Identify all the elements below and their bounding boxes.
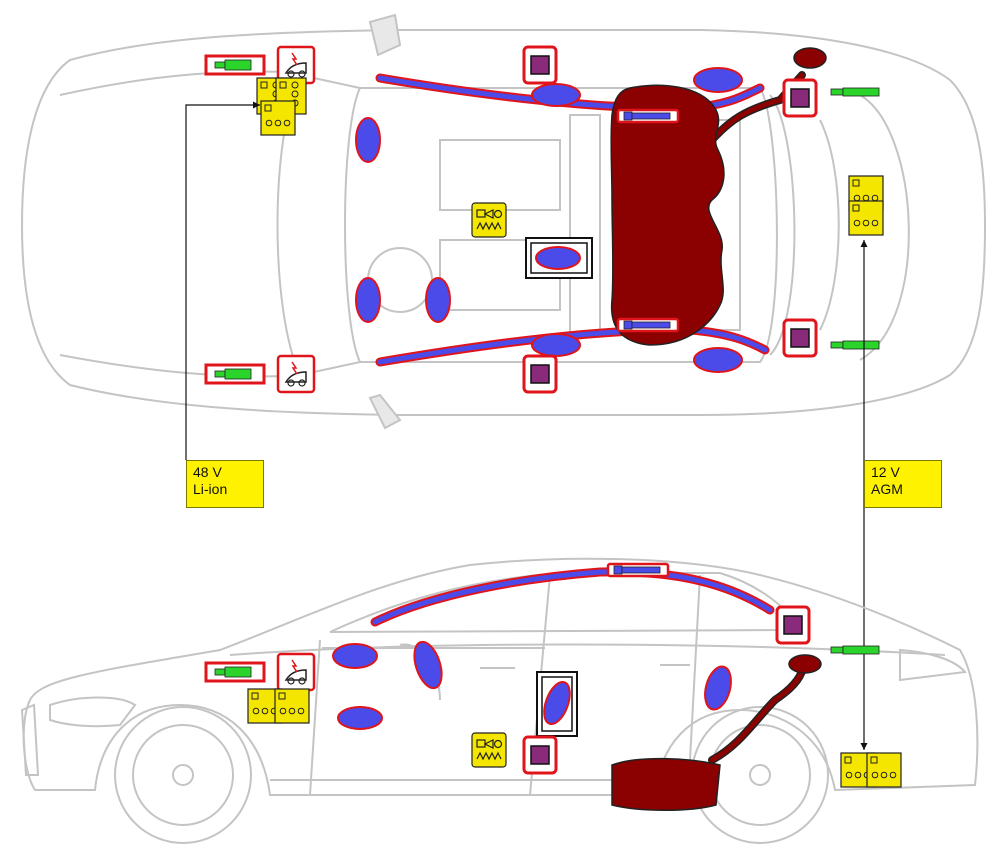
top-hood-actuator-lower <box>204 363 266 385</box>
side-seat-heater-icon <box>471 732 507 768</box>
top-crash-sensor-b-pillar-upper <box>522 45 558 85</box>
top-rear-actuator-lower <box>830 340 880 350</box>
side-airbag-driver <box>413 640 443 690</box>
top-view-trunk <box>859 94 910 361</box>
top-view-mirror-bottom <box>368 393 402 430</box>
leader-line-48v <box>185 104 260 460</box>
side-fuel-cap <box>788 654 822 674</box>
top-airbag-driver <box>425 277 451 323</box>
top-curtain-inflator-lower <box>616 317 680 333</box>
top-center-airbag <box>535 246 581 270</box>
top-seat-heater-icon <box>471 202 507 238</box>
top-rear-actuator-upper <box>830 87 880 97</box>
side-fuel-tank <box>611 757 721 811</box>
top-side-airbag-front-left <box>531 83 581 107</box>
top-crash-sensor-rear-upper <box>782 78 818 118</box>
top-airbag-front-upper <box>355 117 381 163</box>
top-crash-sensor-rear-lower <box>782 318 818 358</box>
top-crash-sensor-b-pillar-lower <box>522 354 558 394</box>
battery-48v-type: Li-ion <box>193 481 228 497</box>
battery-12v-voltage: 12 V <box>871 464 900 480</box>
top-fuel-tank <box>610 84 725 346</box>
side-rear-actuator <box>830 645 880 655</box>
side-airbag-knee <box>337 706 383 730</box>
top-battery-48v <box>256 77 307 136</box>
top-curtain-inflator-upper <box>616 108 680 124</box>
side-battery-12v <box>840 752 902 788</box>
side-crash-sensor-rear <box>775 605 811 645</box>
top-airbag-driver-knee <box>355 277 381 323</box>
top-view-mirror-top <box>368 13 402 57</box>
side-view-tail-light <box>899 648 967 682</box>
side-view-body-outline <box>22 557 979 796</box>
side-hood-lift-icon <box>276 652 316 692</box>
side-curtain-airbag <box>370 567 775 627</box>
battery-48v-label: 48 V Li-ion <box>186 460 264 508</box>
battery-12v-label: 12 V AGM <box>864 460 942 508</box>
battery-12v-type: AGM <box>871 481 903 497</box>
top-side-airbag-rear-left <box>693 67 743 93</box>
side-center-airbag <box>543 680 571 726</box>
top-hood-lift-icon-lower <box>276 354 316 394</box>
side-view-door-handles <box>480 664 690 669</box>
battery-48v-voltage: 48 V <box>193 464 222 480</box>
top-view-rear-window <box>769 94 840 356</box>
top-view-seats <box>439 114 601 336</box>
side-airbag-rear-seat <box>704 665 732 711</box>
side-battery-48v <box>247 688 310 724</box>
side-view <box>20 557 979 844</box>
top-view-hood-line <box>59 70 291 378</box>
side-view-headlight <box>49 696 137 728</box>
top-fuel-cap <box>793 47 827 69</box>
top-battery-12v <box>848 175 884 236</box>
top-view-body-outline <box>20 29 987 416</box>
top-side-airbag-rear-right <box>693 347 743 373</box>
top-side-airbag-front-right <box>531 333 581 357</box>
side-curtain-inflator <box>606 562 670 578</box>
side-view-grille <box>20 703 40 776</box>
side-hood-actuator <box>204 661 266 683</box>
top-view-cabin <box>344 87 778 363</box>
top-hood-actuator-upper <box>204 54 266 76</box>
side-view-front-wheel <box>114 706 252 844</box>
side-airbag-front-upper <box>332 643 378 669</box>
side-crash-sensor-b-pillar <box>522 735 558 775</box>
